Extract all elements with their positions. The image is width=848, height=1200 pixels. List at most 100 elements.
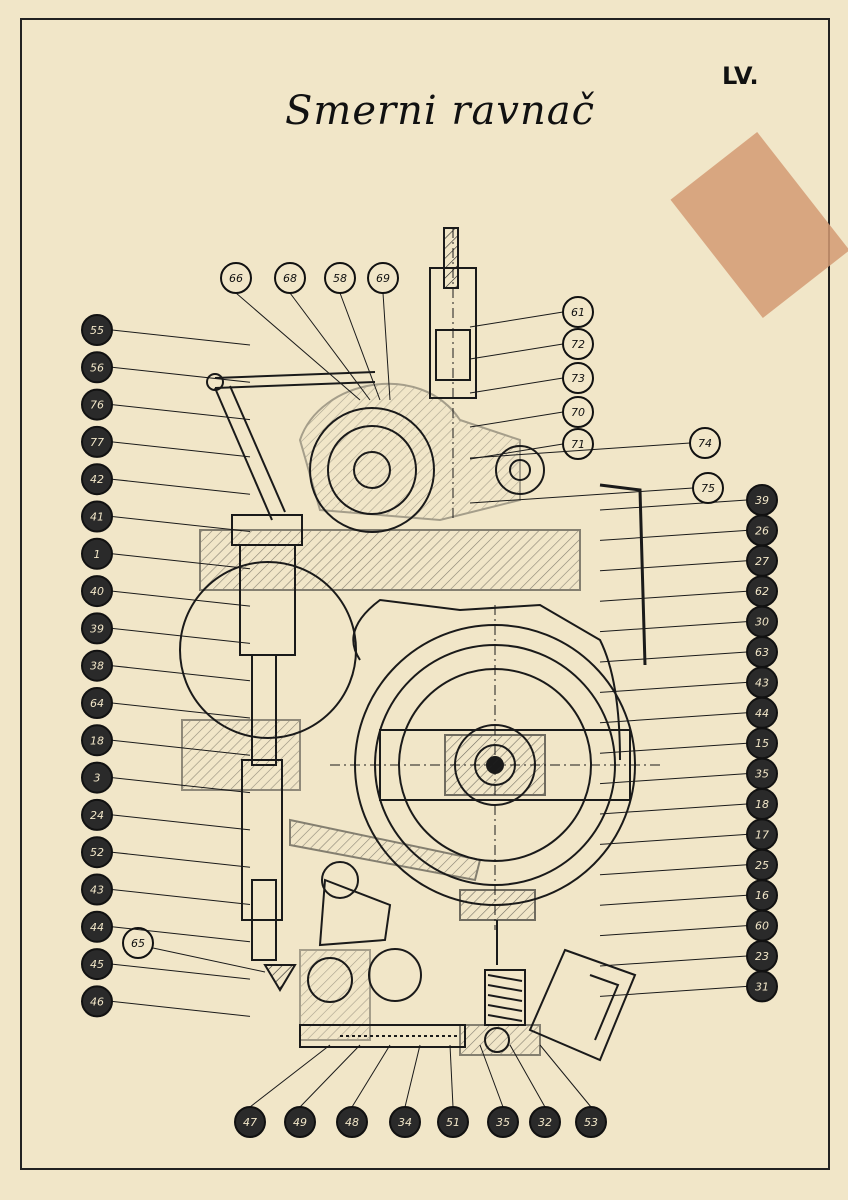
callout-number: 39 bbox=[755, 494, 769, 507]
leader-line bbox=[599, 712, 748, 724]
callout-left-12: 3 bbox=[81, 761, 113, 794]
callout-number: 18 bbox=[755, 798, 769, 811]
leader-line bbox=[599, 499, 748, 511]
callout-right-3: 62 bbox=[746, 575, 778, 608]
callout-right-8: 15 bbox=[746, 727, 778, 760]
callout-right-upper-4: 71 bbox=[562, 428, 594, 460]
callout-number: 64 bbox=[90, 697, 104, 710]
leader-line bbox=[111, 665, 251, 682]
callout-number: 62 bbox=[755, 585, 769, 598]
sheet-border bbox=[20, 18, 830, 1170]
leader-line bbox=[599, 621, 748, 633]
leader-line bbox=[599, 833, 748, 845]
leader-line bbox=[111, 478, 251, 495]
callout-number: 74 bbox=[698, 437, 712, 450]
callout-number: 56 bbox=[90, 361, 104, 374]
leader-line bbox=[449, 1044, 454, 1108]
callout-number: 39 bbox=[90, 622, 104, 635]
leader-line bbox=[111, 516, 251, 532]
callout-number: 65 bbox=[131, 937, 145, 950]
callout-number: 55 bbox=[90, 324, 104, 337]
callout-number: 3 bbox=[94, 772, 101, 785]
leader-line bbox=[599, 925, 748, 937]
callout-left-10: 64 bbox=[81, 687, 113, 719]
callout-number: 61 bbox=[571, 306, 585, 319]
leader-line bbox=[111, 404, 251, 421]
callout-number: 43 bbox=[90, 884, 104, 897]
leader-line bbox=[469, 311, 564, 328]
callout-number: 52 bbox=[90, 846, 104, 859]
leader-line bbox=[111, 963, 251, 980]
callout-number: 49 bbox=[293, 1116, 307, 1129]
leader-line bbox=[111, 777, 251, 794]
leader-line bbox=[469, 487, 694, 504]
callout-number: 46 bbox=[90, 995, 104, 1008]
callout-number: 18 bbox=[90, 734, 104, 747]
leader-line bbox=[111, 739, 251, 756]
callout-right-1: 26 bbox=[746, 514, 778, 547]
callout-left-4: 42 bbox=[81, 463, 113, 496]
callout-number: 41 bbox=[90, 511, 104, 524]
leader-line bbox=[599, 955, 748, 967]
leader-line bbox=[111, 627, 251, 644]
callout-right-upper-1: 72 bbox=[562, 328, 594, 360]
callout-left-1: 56 bbox=[81, 351, 113, 384]
leader-line bbox=[111, 926, 251, 943]
callout-number: 45 bbox=[90, 958, 104, 971]
leader-line bbox=[599, 681, 748, 693]
leader-line bbox=[152, 947, 266, 973]
callout-right-upper-3: 70 bbox=[562, 396, 594, 428]
callout-top-3: 69 bbox=[367, 262, 399, 294]
callout-right-6: 43 bbox=[746, 666, 778, 699]
callout-number: 43 bbox=[755, 676, 769, 689]
callout-number: 58 bbox=[333, 272, 347, 285]
callout-number: 63 bbox=[755, 646, 769, 659]
callout-right-12: 25 bbox=[746, 848, 778, 881]
callout-bottom-1: 49 bbox=[284, 1106, 316, 1138]
leader-line bbox=[404, 1044, 421, 1108]
callout-number: 1 bbox=[94, 548, 101, 561]
callout-number: 25 bbox=[755, 859, 769, 872]
leader-line bbox=[479, 1044, 504, 1108]
callout-right-upper-2: 73 bbox=[562, 362, 594, 394]
leader-lines bbox=[111, 292, 748, 1108]
callout-top-0: 66 bbox=[220, 262, 252, 294]
callout-right-9: 35 bbox=[746, 757, 778, 790]
callout-inner-0: 65 bbox=[122, 927, 154, 959]
leader-line bbox=[299, 1044, 361, 1108]
callout-right-upper-0: 61 bbox=[562, 296, 594, 328]
leader-line bbox=[111, 1000, 251, 1017]
callout-number: 70 bbox=[571, 406, 585, 419]
callout-left-15: 43 bbox=[81, 873, 113, 906]
leader-line bbox=[111, 889, 251, 905]
callout-number: 31 bbox=[755, 980, 769, 993]
callout-left-6: 1 bbox=[81, 537, 113, 570]
sheet-number: LV. bbox=[722, 62, 759, 90]
leader-line bbox=[469, 377, 564, 394]
leader-line bbox=[509, 1044, 546, 1108]
callout-left-18: 46 bbox=[81, 985, 113, 1018]
callout-number: 66 bbox=[229, 272, 243, 285]
callout-left-17: 45 bbox=[81, 948, 113, 981]
mechanism-section-view bbox=[179, 227, 660, 1062]
callout-number: 35 bbox=[755, 768, 769, 781]
callout-number: 48 bbox=[345, 1116, 359, 1129]
callout-number: 15 bbox=[755, 737, 769, 750]
leader-line bbox=[111, 590, 251, 607]
callout-number: 72 bbox=[571, 338, 585, 351]
leader-line bbox=[339, 292, 381, 401]
callout-number: 44 bbox=[755, 707, 769, 720]
leader-line bbox=[599, 590, 748, 602]
callout-right-2: 27 bbox=[746, 544, 778, 577]
leader-line bbox=[235, 292, 361, 401]
callout-number: 27 bbox=[755, 555, 769, 568]
leader-line bbox=[599, 894, 748, 906]
callout-number: 34 bbox=[398, 1116, 412, 1129]
callout-number: 60 bbox=[755, 920, 769, 933]
callout-number: 17 bbox=[755, 828, 769, 841]
callout-right-13: 16 bbox=[746, 879, 778, 912]
callout-number: 35 bbox=[496, 1116, 510, 1129]
callout-top-2: 58 bbox=[324, 262, 356, 294]
callout-left-5: 41 bbox=[81, 500, 113, 533]
